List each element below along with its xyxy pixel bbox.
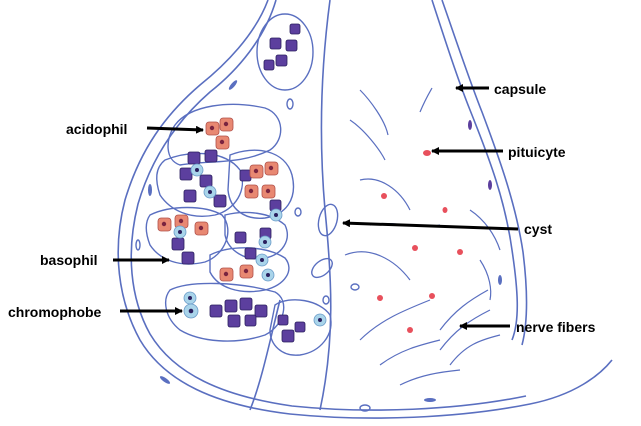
label-pituicyte: pituicyte	[508, 144, 566, 160]
label-cyst: cyst	[524, 221, 553, 237]
acidophil-arrow	[146, 125, 204, 134]
chromophobe-nuclei	[178, 168, 322, 322]
lobule-outlines	[145, 13, 332, 356]
cyst-arrow	[342, 219, 519, 231]
acidophil-nuclei	[161, 121, 274, 277]
nerve-fiber-strokes	[344, 87, 501, 386]
label-nerve-fibers: nerve fibers	[516, 319, 596, 335]
pointer-arrows	[113, 84, 519, 330]
gland-capsule	[117, 0, 613, 419]
label-chromophobe: chromophobe	[8, 304, 102, 320]
capsule-nuclei	[148, 80, 502, 402]
label-basophil: basophil	[40, 252, 98, 268]
basophil-cells	[171, 23, 306, 343]
cyst-and-vessels	[135, 98, 371, 412]
pituicyte-cells	[377, 150, 463, 333]
label-acidophil: acidophil	[66, 121, 128, 137]
label-capsule: capsule	[494, 81, 547, 97]
